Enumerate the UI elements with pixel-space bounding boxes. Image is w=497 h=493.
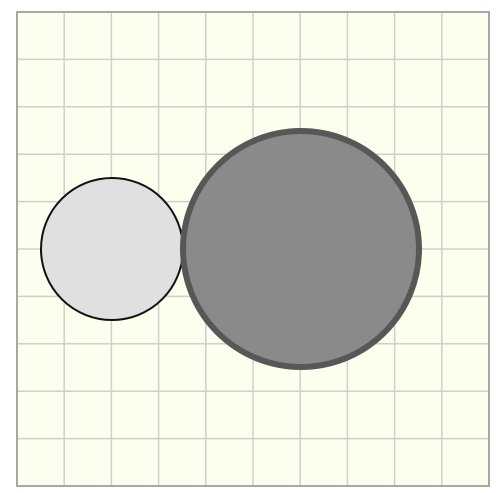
large-circle	[180, 128, 422, 370]
small-circle	[40, 177, 184, 321]
shape-layer	[40, 128, 422, 370]
canvas-border	[16, 11, 490, 487]
